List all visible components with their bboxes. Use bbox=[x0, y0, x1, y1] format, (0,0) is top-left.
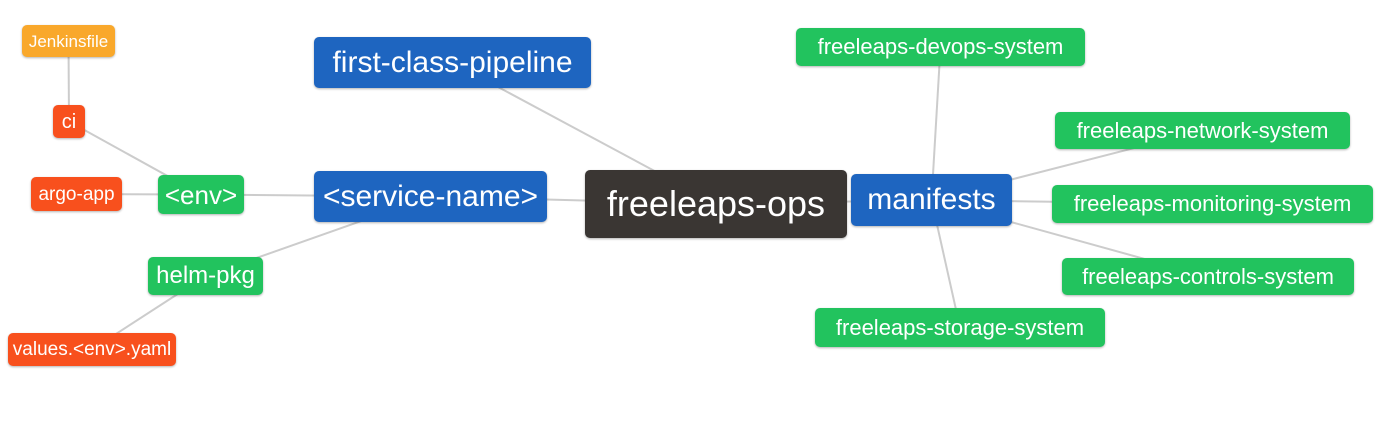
node-freeleaps-monitoring-system[interactable]: freeleaps-monitoring-system bbox=[1052, 185, 1373, 223]
node-values-env-yaml[interactable]: values.<env>.yaml bbox=[8, 333, 176, 366]
node-freeleaps-devops-system[interactable]: freeleaps-devops-system bbox=[796, 28, 1085, 66]
node-freeleaps-ops[interactable]: freeleaps-ops bbox=[585, 170, 847, 238]
node-first-class-pipeline[interactable]: first-class-pipeline bbox=[314, 37, 591, 88]
node-freeleaps-network-system[interactable]: freeleaps-network-system bbox=[1055, 112, 1350, 149]
node-argo-app[interactable]: argo-app bbox=[31, 177, 122, 211]
node-freeleaps-controls-system[interactable]: freeleaps-controls-system bbox=[1062, 258, 1354, 295]
node-freeleaps-storage-system[interactable]: freeleaps-storage-system bbox=[815, 308, 1105, 347]
node-manifests[interactable]: manifests bbox=[851, 174, 1012, 226]
node-helm-pkg[interactable]: helm-pkg bbox=[148, 257, 263, 295]
node-jenkinsfile[interactable]: Jenkinsfile bbox=[22, 25, 115, 57]
node-env[interactable]: <env> bbox=[158, 175, 244, 214]
node-ci[interactable]: ci bbox=[53, 105, 85, 138]
node-service-name[interactable]: <service-name> bbox=[314, 171, 547, 222]
